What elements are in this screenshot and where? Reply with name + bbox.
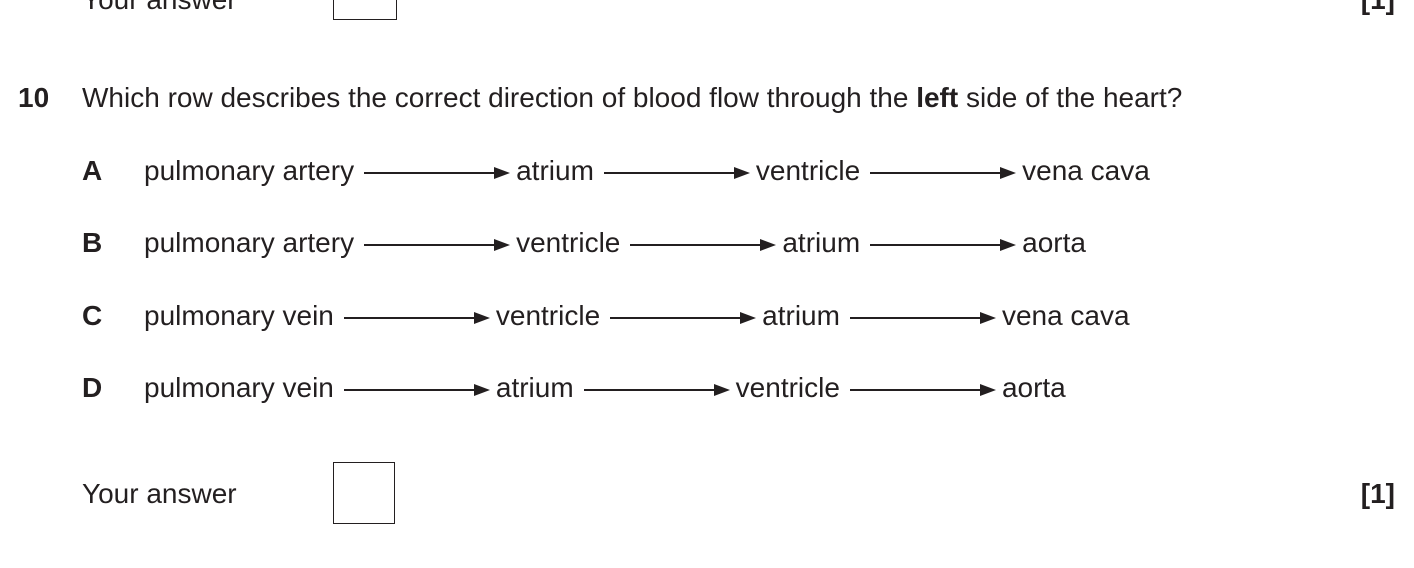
question-stem-before: Which row describes the correct directio… [82,82,917,113]
arrow-right-icon [870,239,1017,251]
arrow-right-icon [610,312,757,324]
option-letter: B [82,227,103,258]
question-number: 10 [18,82,50,113]
previous-answer-box[interactable] [333,0,397,20]
option-step: pulmonary vein [144,300,334,331]
option-letter: D [82,372,103,403]
option-row-c: C pulmonary vein ventricle atrium vena c… [82,300,1130,332]
arrow-right-icon [343,384,490,396]
previous-question-fragment: Your answer [1] [0,0,1414,24]
option-step: vena cava [1001,300,1130,331]
option-step: ventricle [495,300,601,331]
option-row-a: A pulmonary artery atrium ventricle vena… [82,155,1150,187]
option-step: pulmonary vein [144,372,334,403]
arrow-right-icon [364,239,511,251]
option-step: aorta [1022,227,1086,258]
option-row-d: D pulmonary vein atrium ventricle aorta [82,372,1066,404]
option-step: ventricle [516,227,621,258]
arrow-right-icon [364,167,511,179]
option-step: vena cava [1022,155,1150,186]
option-step: atrium [782,227,861,258]
option-letter: A [82,155,103,186]
option-step: aorta [1001,372,1066,403]
option-letter: C [82,300,103,331]
arrow-right-icon [849,312,996,324]
option-step: atrium [495,372,574,403]
option-step: ventricle [735,372,840,403]
arrow-right-icon [343,312,490,324]
question-stem: Which row describes the correct directio… [82,82,1182,114]
option-row-b: B pulmonary artery ventricle atrium aort… [82,227,1086,259]
question-stem-after: side of the heart? [958,82,1183,113]
marks-label: [1] [1360,478,1395,509]
arrow-right-icon [583,384,730,396]
previous-answer-label: Your answer [82,0,237,16]
option-step: pulmonary artery [144,227,355,258]
option-step: atrium [762,300,840,331]
previous-marks: [1] [1361,0,1395,16]
arrow-right-icon [870,167,1017,179]
option-step: pulmonary artery [144,155,355,186]
answer-label: Your answer [82,478,237,509]
option-step: ventricle [755,155,861,186]
option-step: atrium [516,155,594,186]
answer-box[interactable] [333,462,395,524]
arrow-right-icon [603,167,750,179]
arrow-right-icon [849,384,996,396]
question-stem-emphasis: left [916,82,959,113]
arrow-right-icon [630,239,777,251]
